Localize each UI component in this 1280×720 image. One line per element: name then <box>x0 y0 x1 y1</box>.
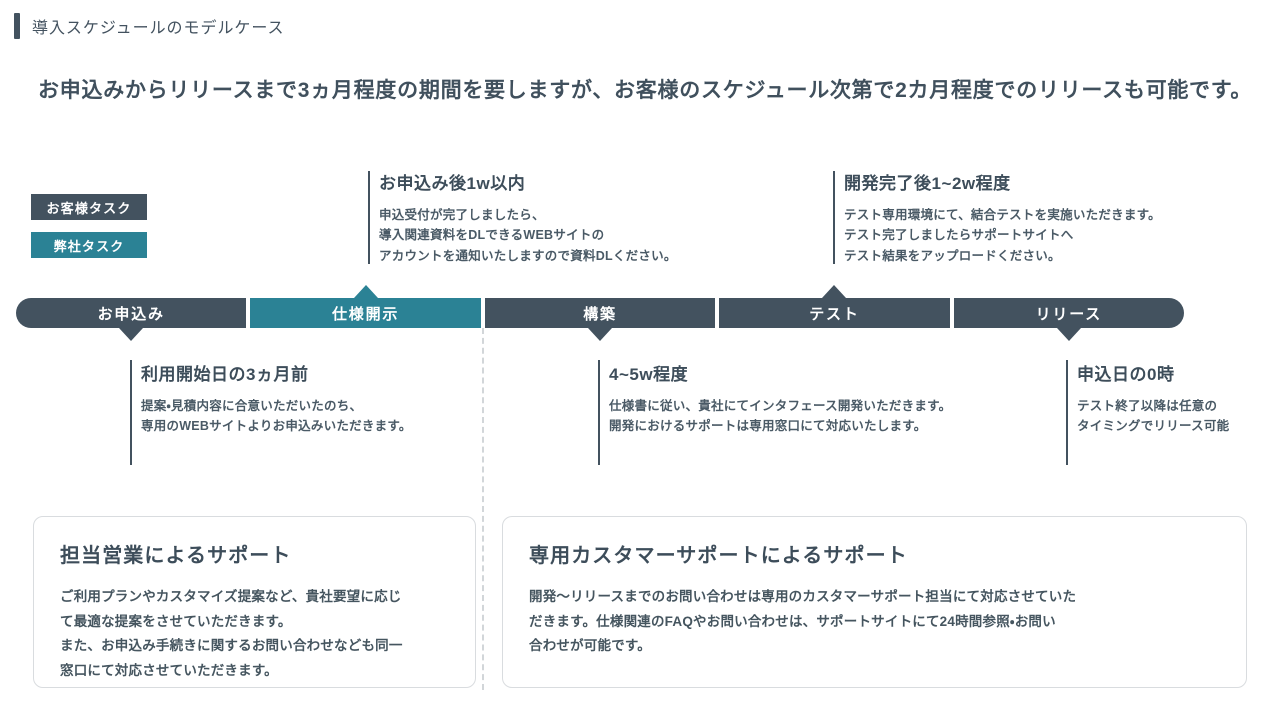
timeline-bar: お申込み 仕様開示 構築 テスト リリース <box>16 285 1185 341</box>
callout-line: テスト完了しましたらサポートサイトへ <box>844 228 1074 243</box>
callout-line: テスト専用環境にて、結合テストを実施いただきます。 <box>844 208 1161 222</box>
timeline-stage-label: 構築 <box>583 305 617 323</box>
timeline-stage-label: リリース <box>1035 305 1103 323</box>
lead-sentence: お申込みからリリースまで3ヵ月程度の期間を要しますが、お客様のスケジュール次第で… <box>38 79 1253 102</box>
callout-line: 申込受付が完了しましたら、 <box>379 208 545 222</box>
support-card-title: 専用カスタマーサポートによるサポート <box>529 545 908 567</box>
support-card-body: ご利用プランやカスタマイズ提案など、貴社要望に応じ て最適な提案をさせていただき… <box>60 585 449 683</box>
timeline-stage-application[interactable]: お申込み <box>16 298 247 341</box>
callout-title: お申込み後1w以内 <box>379 174 526 193</box>
callout-line: テスト結果をアップロードください。 <box>844 248 1061 263</box>
callout-line: 専用のWEBサイトよりお申込みいただきます。 <box>141 419 412 434</box>
pointer-down-icon <box>1056 328 1081 341</box>
callout-title: 利用開始日の3ヵ月前 <box>141 365 309 384</box>
legend-badge-company-task: 弊社タスク <box>31 232 147 258</box>
pointer-up-icon <box>353 285 378 298</box>
page-title-block: 導入スケジュールのモデルケース <box>14 13 284 39</box>
legend-badge-customer-task: お客様タスク <box>31 194 147 220</box>
callout-title: 開発完了後1~2w程度 <box>844 174 1011 193</box>
support-card-line: て最適な提案をさせていただきます。 <box>60 613 292 629</box>
callout-below-release: 申込日の0時 テスト終了以降は任意の タイミングでリリース可能 <box>1066 360 1230 464</box>
callout-below-application: 利用開始日の3ヵ月前 提案・見積内容に合意いただいたのち、 専用のWEBサイトよ… <box>130 360 412 464</box>
support-card-customer-support: 専用カスタマーサポートによるサポート 開発〜リリースまでのお問い合わせは専用のカ… <box>502 516 1247 688</box>
support-card-line: だきます。仕様関連のFAQやお問い合わせは、サポートサイトにて24時間参照・お問… <box>529 613 1056 629</box>
callout-line: タイミングでリリース可能 <box>1077 419 1230 434</box>
timeline-stage-label: お申込み <box>97 305 165 323</box>
callout-below-build: 4~5w程度 仕様書に従い、貴社にてインタフェース開発いただきます。 開発におけ… <box>598 360 952 464</box>
support-card-line: 合わせが可能です。 <box>529 638 651 654</box>
timeline-stage-release[interactable]: リリース <box>953 298 1185 341</box>
title-accent-bar <box>14 13 20 39</box>
support-card-title: 担当営業によるサポート <box>60 545 292 567</box>
timeline-stage-build[interactable]: 構築 <box>484 298 716 341</box>
page-title: 導入スケジュールのモデルケース <box>32 20 285 37</box>
timeline-stage-spec-disclosure[interactable]: 仕様開示 <box>250 285 481 328</box>
timeline-stage-label: テスト <box>809 305 860 323</box>
support-card-line: ご利用プランやカスタマイズ提案など、貴社要望に応じ <box>60 589 402 604</box>
legend: お客様タスク 弊社タスク <box>31 194 147 258</box>
support-card-line: 開発〜リリースまでのお問い合わせは専用のカスタマーサポート担当にて対応させていた <box>529 589 1077 604</box>
callout-title: 4~5w程度 <box>609 365 689 384</box>
callout-line: 開発におけるサポートは専用窓口にて対応いたします。 <box>609 419 927 434</box>
callout-above-spec-disclosure: お申込み後1w以内 申込受付が完了しましたら、 導入関連資料をDLできるWEBサ… <box>368 169 677 266</box>
timeline-stage-test[interactable]: テスト <box>719 285 950 328</box>
callout-above-test: 開発完了後1~2w程度 テスト専用環境にて、結合テストを実施いただきます。 テス… <box>833 169 1161 266</box>
pointer-down-icon <box>588 328 613 341</box>
callout-line: 提案・見積内容に合意いただいたのち、 <box>141 399 363 413</box>
support-card-line: 窓口にて対応させていただきます。 <box>60 662 278 678</box>
pointer-down-icon <box>119 328 144 341</box>
pointer-up-icon <box>822 285 847 298</box>
support-card-line: また、お申込み手続きに関するお問い合わせなども同一 <box>60 638 403 654</box>
callout-line: アカウントを通知いたしますので資料DLください。 <box>379 248 677 263</box>
callout-line: 仕様書に従い、貴社にてインタフェース開発いただきます。 <box>609 399 952 413</box>
support-card-sales: 担当営業によるサポート ご利用プランやカスタマイズ提案など、貴社要望に応じ て最… <box>33 516 476 688</box>
phase-divider <box>482 328 484 690</box>
timeline-stage-label: 仕様開示 <box>332 305 400 323</box>
callout-line: 導入関連資料をDLできるWEBサイトの <box>379 228 605 243</box>
callout-title: 申込日の0時 <box>1077 365 1175 384</box>
callout-line: テスト終了以降は任意の <box>1077 399 1218 413</box>
support-card-body: 開発〜リリースまでのお問い合わせは専用のカスタマーサポート担当にて対応させていた… <box>529 585 1220 659</box>
